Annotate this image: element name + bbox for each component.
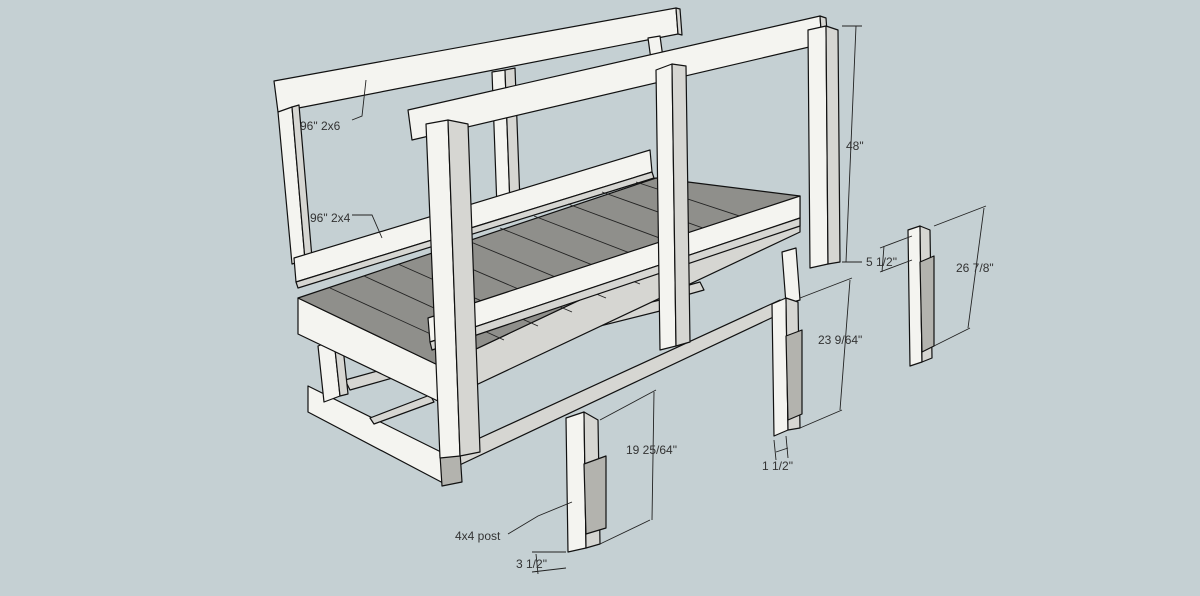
long-post-part (907, 225, 935, 367)
mid-post-part (771, 297, 803, 437)
label-mid-rail: 96" 2x4 (310, 211, 351, 225)
label-mid-post-width: 1 1/2" (762, 459, 793, 473)
label-mid-post-length: 23 9/64" (818, 333, 862, 347)
back-top-rail (273, 7, 683, 113)
label-rail-height: 48" (846, 139, 864, 153)
leader-mid-rail (352, 214, 383, 239)
label-long-post-length: 26 7/8" (956, 261, 994, 275)
dimension-mid-post (799, 277, 853, 429)
label-post-stock: 4x4 post (455, 529, 501, 543)
dimension-short-width (531, 551, 567, 575)
leader-top-rail (351, 79, 367, 121)
short-post-part (565, 411, 607, 553)
back-mid-rail (293, 149, 655, 289)
label-top-rail: 96" 2x6 (300, 119, 341, 133)
leader-post-stock (507, 501, 573, 535)
under-posts (317, 247, 801, 403)
dimension-rail-height (842, 25, 862, 263)
front-posts (425, 25, 841, 459)
dimension-short-post (599, 389, 657, 545)
label-short-post-width: 3 1/2" (516, 557, 547, 571)
dimension-mid-width (773, 435, 789, 461)
dimension-long-notch (879, 235, 913, 273)
label-short-post-length: 19 25/64" (626, 443, 677, 457)
label-long-post-notch: 5 1/2" (866, 255, 897, 269)
dimension-long-post (933, 205, 987, 347)
